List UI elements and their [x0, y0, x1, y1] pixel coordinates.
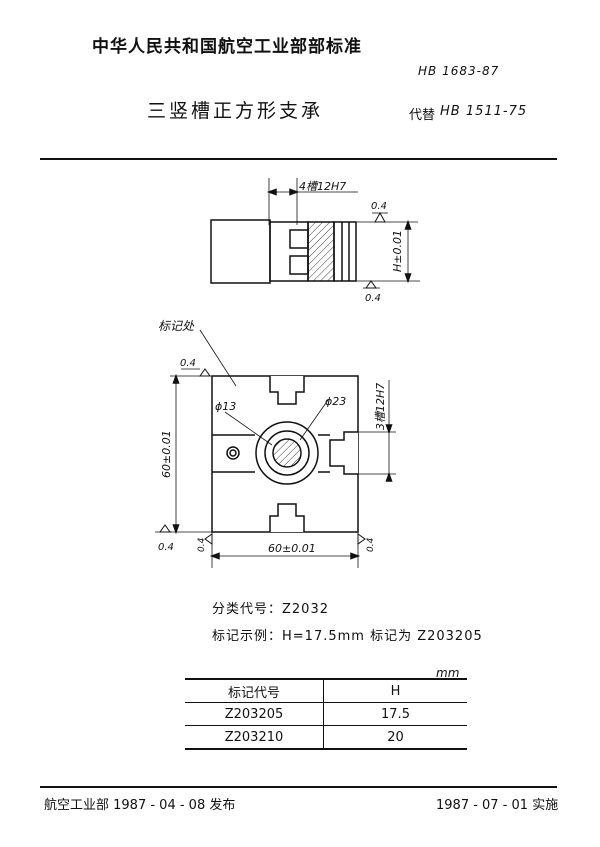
header-mark-code: 标记代号 [185, 678, 324, 703]
plan-view-slot-label: 3槽12H7 [374, 383, 387, 430]
marking-location-label: 标记处 [158, 319, 195, 333]
plan-view-flatness-right-edge: 0.4 [366, 537, 376, 552]
side-view-height-dim: H±0.01 [391, 230, 404, 272]
cell-h: 20 [323, 725, 467, 750]
side-view-flatness-top: 0.4 [371, 201, 387, 212]
document-title: 三竖槽正方形支承 [147, 100, 324, 122]
spec-table: 标记代号 H Z203205 17.5 Z203210 20 [185, 678, 467, 750]
plan-view-flatness-left-edge: 0.4 [197, 537, 207, 552]
plan-view-side-hole [226, 446, 240, 460]
cell-mark-code: Z203205 [185, 702, 324, 726]
marking-example: 标记示例：H=17.5mm 标记为 Z203205 [212, 629, 483, 644]
implementation-date: 1987 - 07 - 01 实施 [436, 798, 559, 813]
table-row: Z203210 20 [185, 725, 467, 750]
plan-view-slot-top [269, 376, 305, 405]
side-view-slot-upper [289, 229, 309, 249]
side-view-left-block [210, 219, 271, 284]
header-rule [40, 158, 557, 160]
table-header-row: 标记代号 H [185, 678, 467, 703]
classification-code: 分类代号：Z2032 [212, 602, 329, 617]
plan-view-flatness-top: 0.4 [180, 358, 196, 369]
header-h: H [323, 678, 467, 703]
plan-view-slot-bottom [269, 503, 305, 532]
cell-mark-code: Z203210 [185, 725, 324, 750]
side-view-right-block [333, 221, 357, 282]
plan-view-height-dim: 60±0.01 [160, 430, 173, 478]
issuing-organization: 中华人民共和国航空工业部部标准 [92, 37, 362, 57]
plan-view-outer-boss [255, 421, 319, 485]
plan-view [155, 329, 396, 568]
table-row: Z203205 17.5 [185, 702, 467, 726]
side-view [210, 178, 420, 289]
hole-large-dim: ϕ23 [325, 395, 346, 408]
plan-view-hole-large [264, 430, 310, 476]
cell-h: 17.5 [323, 702, 467, 726]
hole-small-dim: ϕ13 [215, 400, 236, 413]
side-view-slot-label: 4槽12H7 [299, 180, 346, 193]
replaces-label: 代替 [409, 108, 436, 123]
side-view-flatness-bottom: 0.4 [365, 293, 381, 304]
side-view-middle-block [269, 221, 309, 282]
plan-view-width-dim: 60±0.01 [268, 542, 316, 555]
side-view-hatched-section [307, 221, 335, 282]
issue-date: 航空工业部 1987 - 04 - 08 发布 [44, 798, 236, 813]
plan-view-hole-small [272, 438, 302, 468]
plan-view-slot-right [329, 431, 358, 475]
replaces-code: HB 1511-75 [440, 104, 528, 119]
footer-rule [40, 786, 557, 788]
plan-view-flatness-bottom: 0.4 [158, 542, 174, 553]
standard-number: HB 1683-87 [418, 64, 500, 78]
table-unit: mm [436, 666, 460, 680]
side-view-slot-lower [289, 255, 309, 275]
